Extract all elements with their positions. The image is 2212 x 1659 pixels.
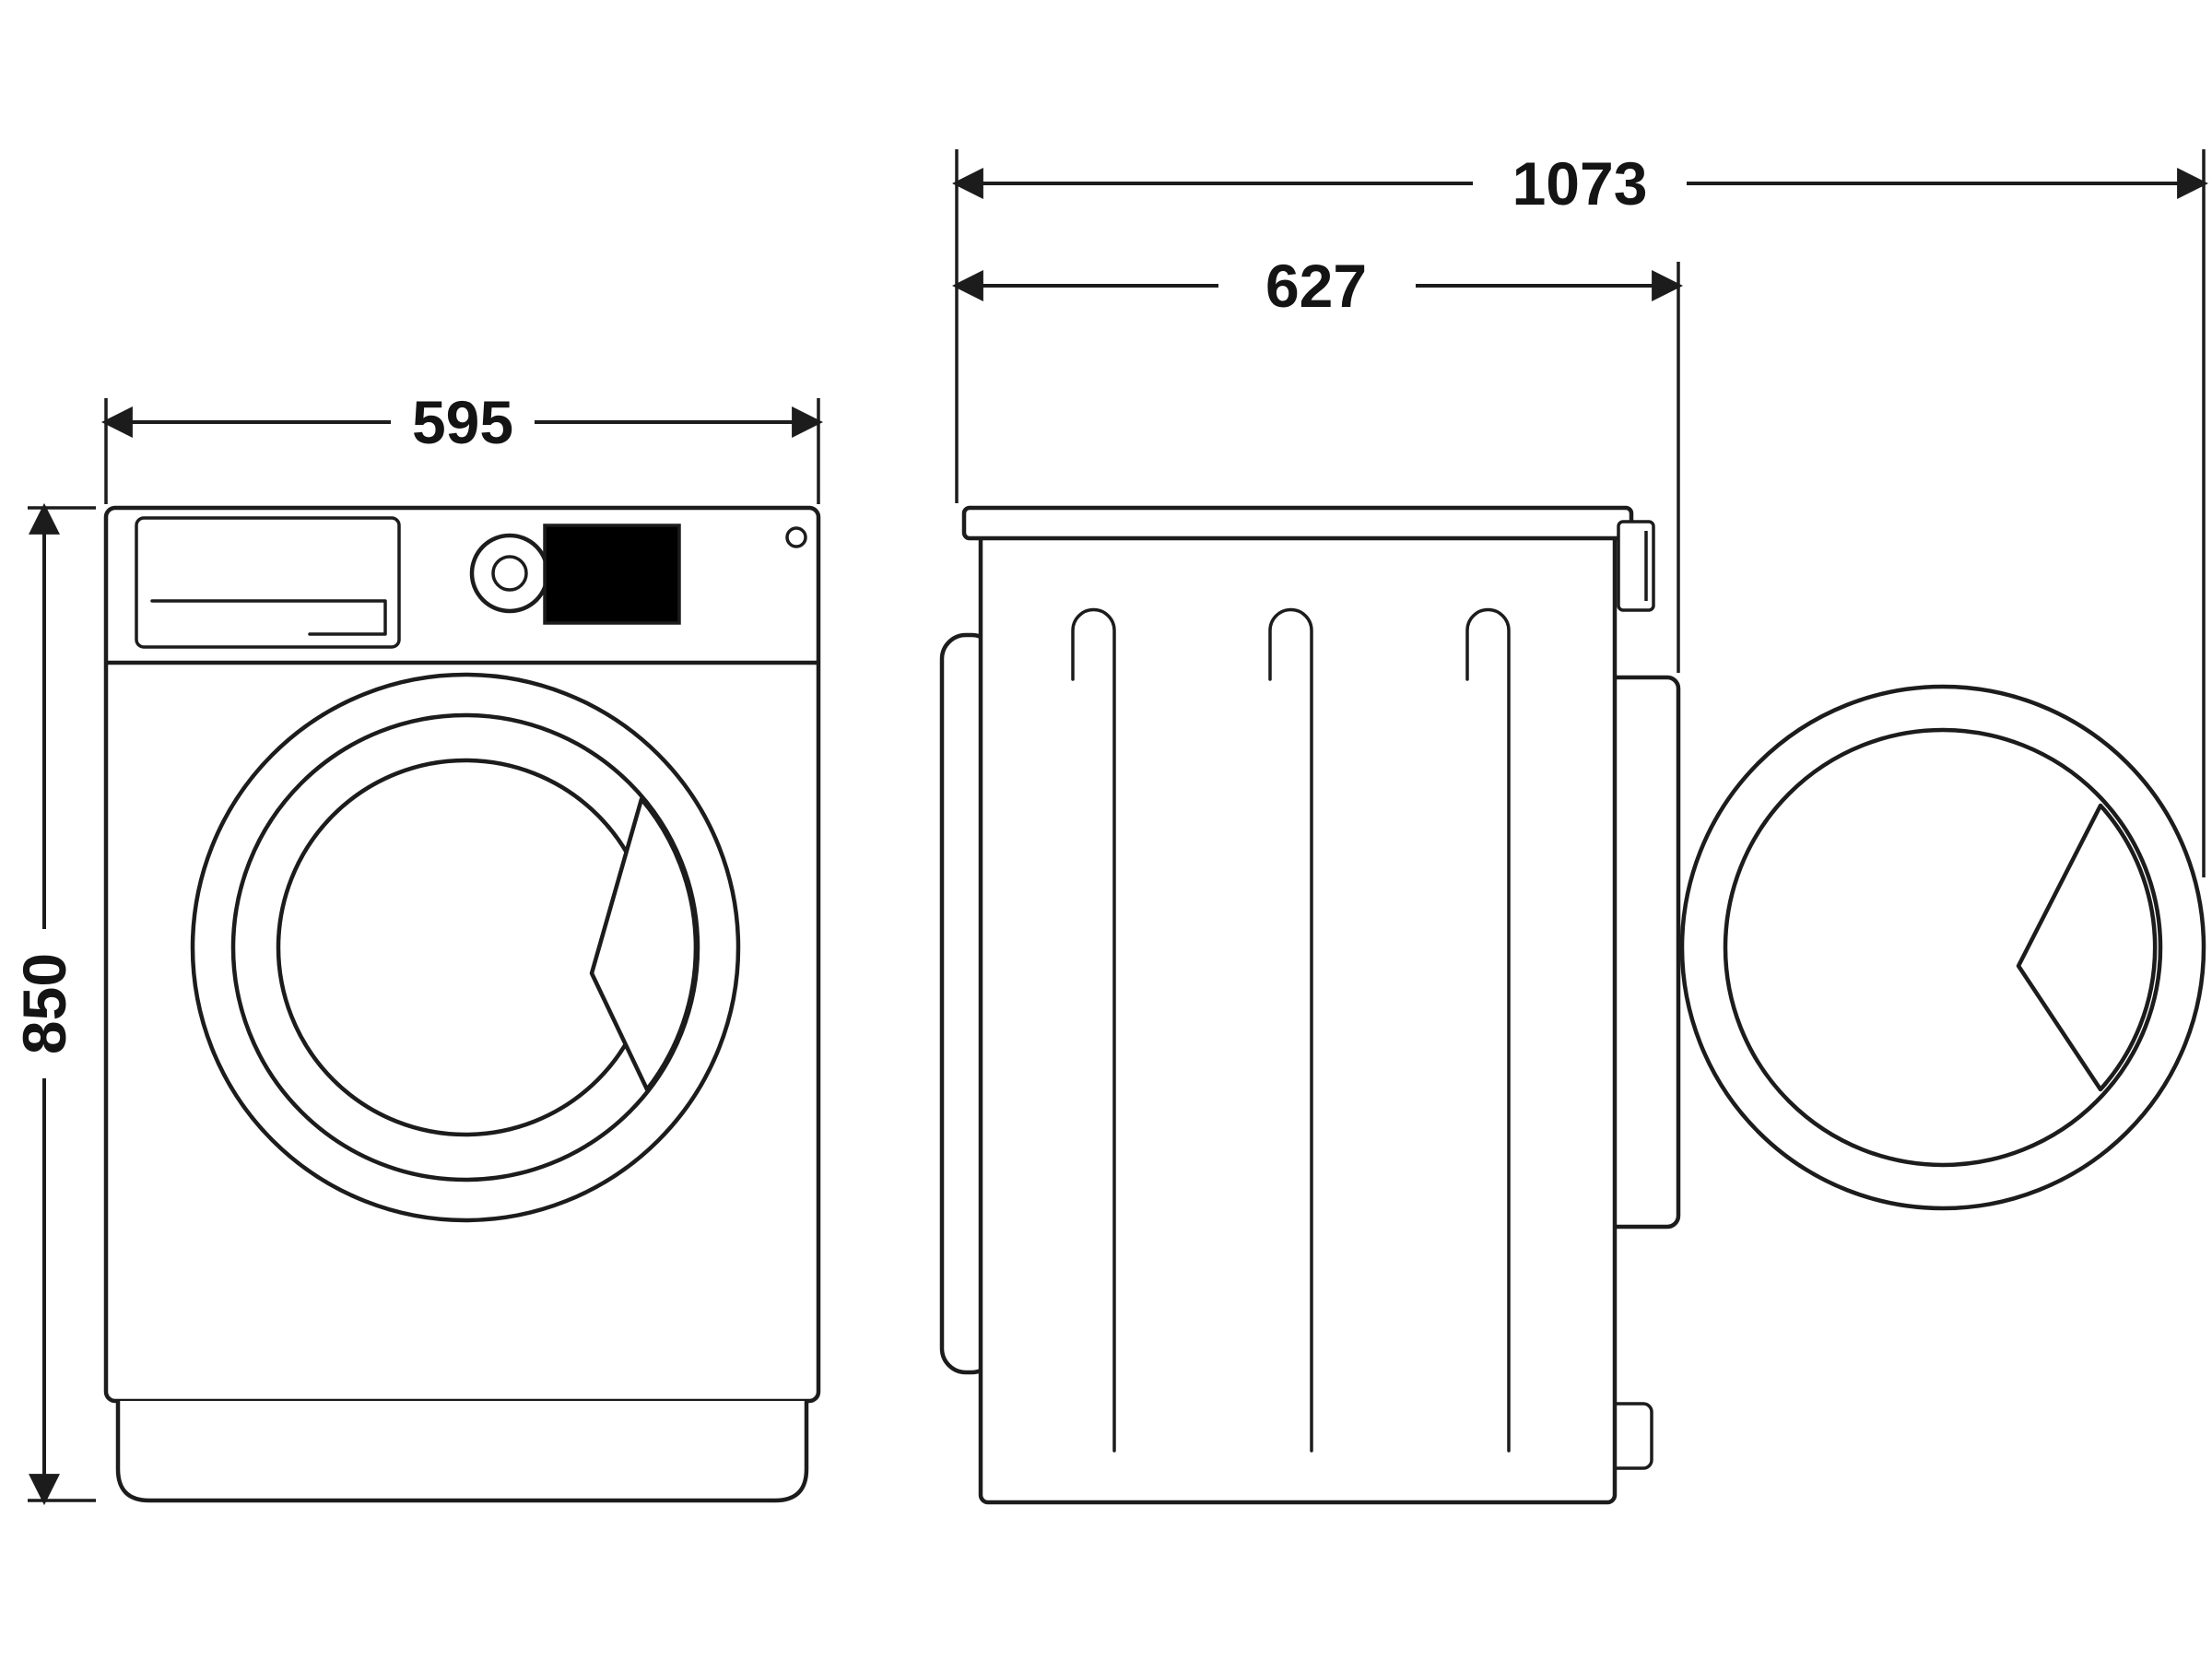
drawer-handle-line bbox=[150, 599, 387, 636]
side-view bbox=[939, 505, 2206, 1505]
dimension-width: 595 bbox=[100, 388, 824, 504]
front-view bbox=[103, 505, 821, 1503]
front-base-plinth bbox=[115, 1401, 809, 1503]
drum-opening bbox=[276, 758, 655, 1137]
dimension-depth-door-open: 1073 bbox=[951, 149, 2209, 877]
width-value: 595 bbox=[412, 388, 513, 456]
top-lid bbox=[961, 505, 1634, 541]
door-handle-front bbox=[589, 796, 699, 1092]
program-knob-center bbox=[491, 555, 528, 592]
side-body-outline bbox=[978, 510, 1618, 1505]
dimension-depth: 627 bbox=[951, 149, 1684, 673]
depth-value: 627 bbox=[1265, 252, 1367, 320]
side-groove-2 bbox=[1268, 607, 1313, 1453]
detergent-drawer bbox=[135, 516, 401, 649]
height-value: 850 bbox=[10, 953, 78, 1054]
depth-open-value: 1073 bbox=[1512, 149, 1648, 218]
side-groove-3 bbox=[1465, 607, 1511, 1453]
display-screen bbox=[543, 524, 681, 625]
power-led bbox=[785, 526, 807, 548]
side-groove-1 bbox=[1071, 607, 1116, 1453]
door-handle-side bbox=[2016, 803, 2158, 1092]
dimension-height: 850 bbox=[10, 502, 96, 1506]
top-latch bbox=[1617, 520, 1655, 612]
open-door-inner bbox=[1723, 727, 2163, 1168]
